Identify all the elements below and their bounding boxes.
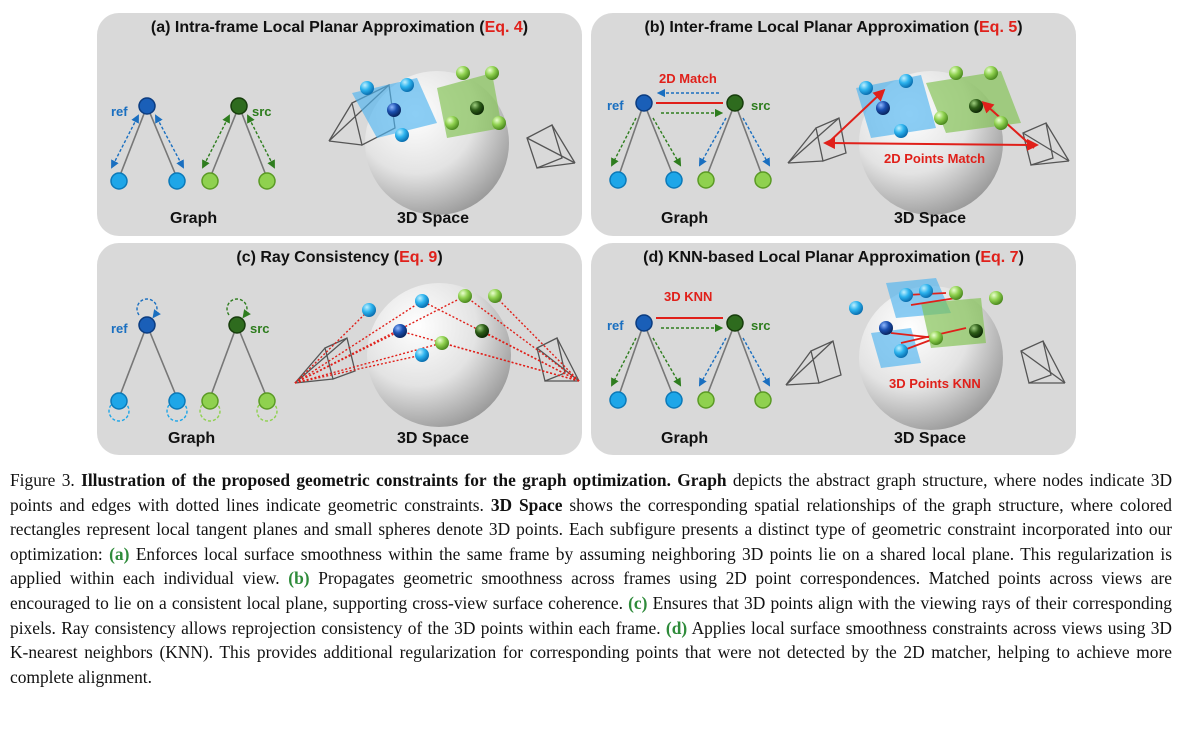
space-a	[328, 66, 576, 215]
panel-d-space-label: 3D Space	[894, 430, 967, 447]
figure-caption: Figure 3. Illustration of the proposed g…	[10, 470, 1173, 687]
panel-b-graph-label: Graph	[661, 210, 709, 227]
panel-a: (a) Intra-frame Local Planar Approximati…	[97, 13, 582, 236]
panel-a-figure: ref src	[110, 66, 576, 215]
space-d: 3D Points KNN	[785, 278, 1066, 430]
panel-c-figure: ref src	[108, 283, 580, 427]
points-match-label: 2D Points Match	[884, 151, 985, 166]
src-label: src	[252, 104, 272, 119]
panel-c-graph-label: Graph	[168, 430, 216, 447]
panel-d-figure: ref src 3D KNN	[607, 278, 1066, 430]
space-b: 2D Points Match	[787, 66, 1070, 215]
panel-c-eq: Eq. 9	[399, 249, 438, 266]
ref-label: ref	[607, 98, 624, 113]
src-label: src	[751, 98, 771, 113]
panel-b-eq: Eq. 5	[979, 19, 1018, 36]
caption-fig-number: Figure 3.	[10, 470, 75, 490]
caption-space-word: 3D Space	[490, 494, 563, 515]
panel-b-space-label: 3D Space	[894, 210, 967, 227]
panel-c-space-label: 3D Space	[397, 430, 470, 447]
panel-c: (c) Ray Consistency (Eq. 9) ref src	[97, 243, 582, 455]
panel-a-graph-label: Graph	[170, 210, 218, 227]
src-label: src	[250, 321, 270, 336]
panel-c-title: (c) Ray Consistency (Eq. 9)	[236, 249, 443, 266]
graph-a: ref src	[110, 97, 276, 190]
panel-b-title: (b) Inter-frame Local Planar Approximati…	[644, 19, 1023, 36]
ref-label: ref	[111, 104, 128, 119]
knn-label: 3D KNN	[664, 289, 712, 304]
caption-d: (d)	[665, 617, 688, 638]
panel-a-eq: Eq. 4	[484, 19, 523, 36]
caption-graph-word: Graph	[677, 470, 727, 490]
points-knn-label: 3D Points KNN	[889, 376, 981, 391]
caption-title: Illustration of the proposed geometric c…	[81, 470, 671, 490]
caption-b: (b)	[288, 568, 310, 589]
panel-b: (b) Inter-frame Local Planar Approximati…	[591, 13, 1076, 236]
graph-d: ref src 3D KNN	[607, 289, 772, 409]
panel-a-space-label: 3D Space	[397, 210, 470, 227]
ref-label: ref	[607, 318, 624, 333]
graph-b: ref src 2D Match	[607, 71, 772, 189]
panel-d-title: (d) KNN-based Local Planar Approximation…	[643, 249, 1024, 266]
caption-c: (c)	[628, 592, 648, 613]
match-label: 2D Match	[659, 71, 717, 86]
panel-d-eq: Eq. 7	[980, 249, 1019, 266]
panel-b-figure: ref src 2D Match	[607, 66, 1070, 215]
graph-c: ref src	[108, 298, 278, 422]
panel-d: (d) KNN-based Local Planar Approximation…	[591, 243, 1076, 455]
src-label: src	[751, 318, 771, 333]
ref-label: ref	[111, 321, 128, 336]
space-c	[294, 283, 580, 427]
caption-a: (a)	[109, 543, 130, 564]
panel-a-title: (a) Intra-frame Local Planar Approximati…	[150, 19, 529, 36]
panel-d-graph-label: Graph	[661, 430, 709, 447]
